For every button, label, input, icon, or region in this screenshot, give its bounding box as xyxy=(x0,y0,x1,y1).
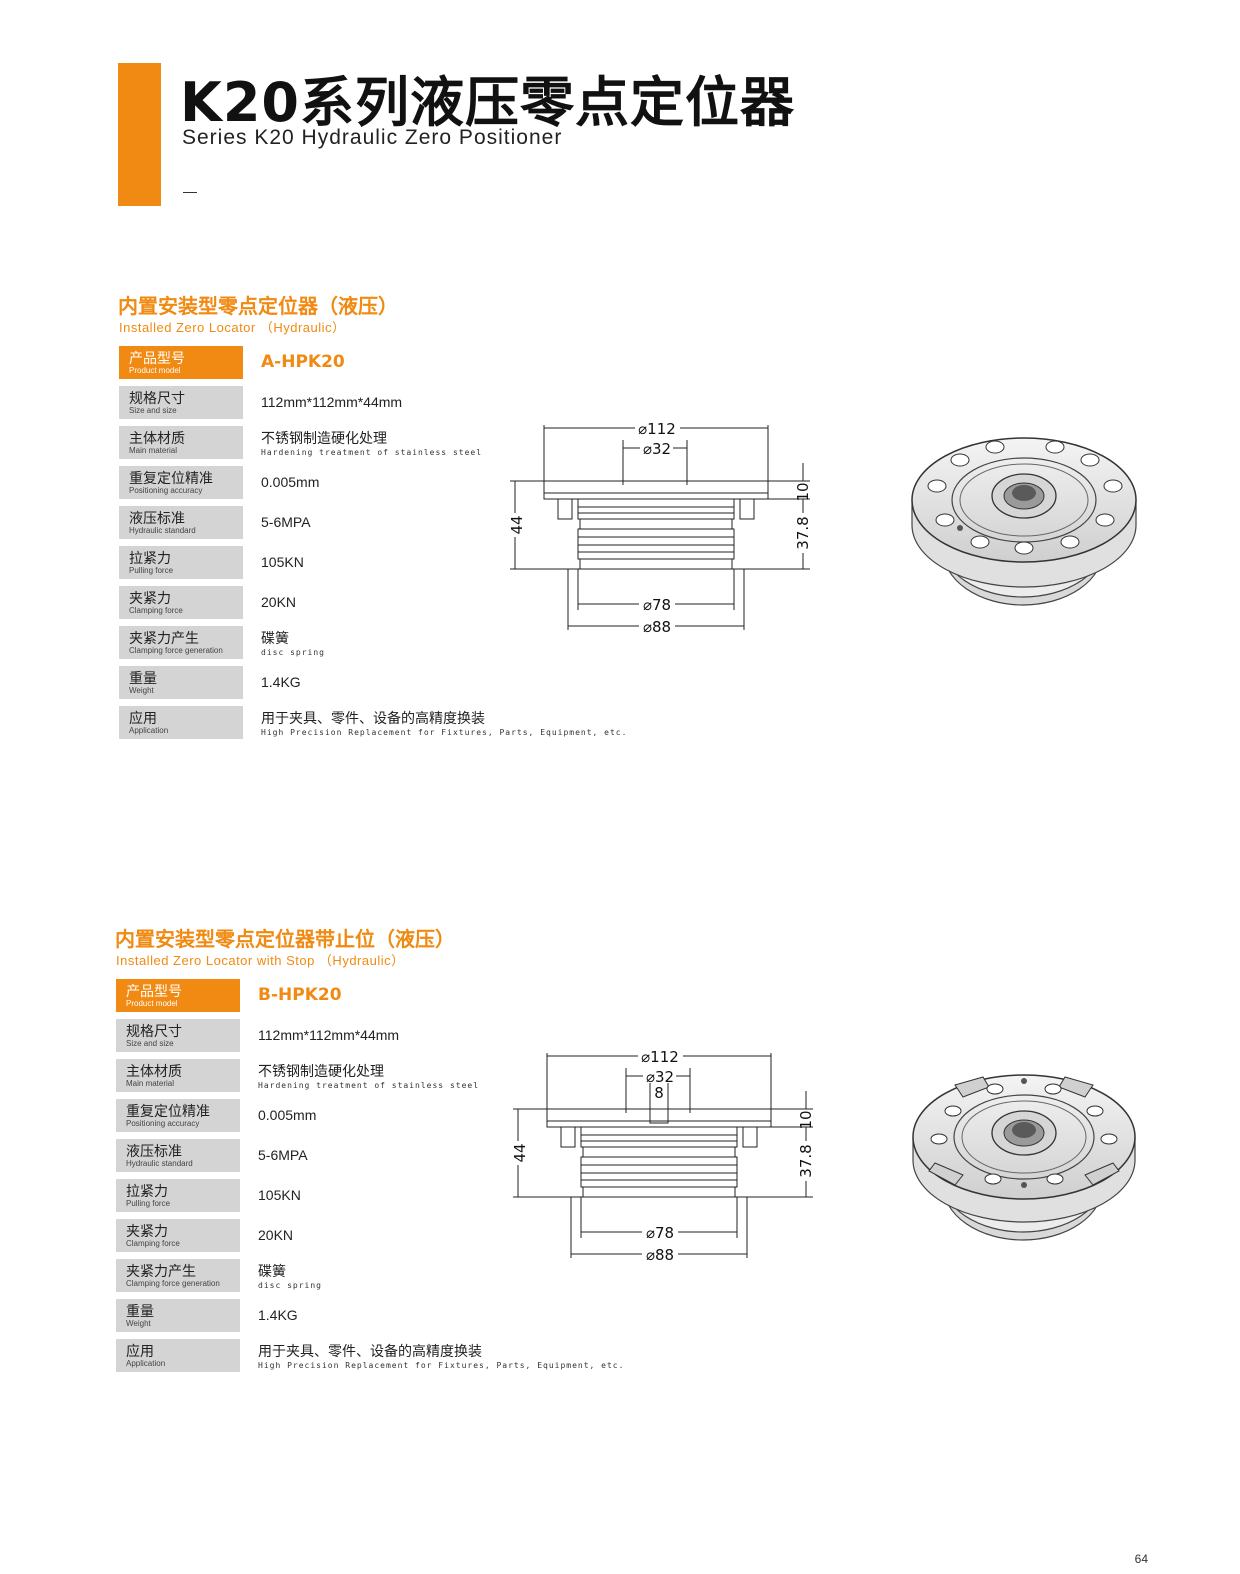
spec-value: 碟簧 xyxy=(258,1264,286,1280)
section-title: 内置安装型零点定位器（液压） xyxy=(118,294,398,318)
spec-value: 5-6MPA xyxy=(258,1147,308,1163)
spec-value: 0.005mm xyxy=(261,474,320,490)
section-subtitle: Installed Zero Locator （Hydraulic） xyxy=(119,320,346,335)
dim-d88: ⌀88 xyxy=(643,618,671,636)
spec-value: 112mm*112mm*44mm xyxy=(261,394,403,410)
dim-10: 10 xyxy=(797,1110,815,1129)
page-title: K20系列液压零点定位器 xyxy=(180,71,795,134)
dim-d112: ⌀112 xyxy=(641,1048,679,1066)
spec-value: A-HPK20 xyxy=(261,352,345,372)
product-photo xyxy=(912,1074,1136,1241)
dim-d88: ⌀88 xyxy=(646,1246,674,1264)
spec-value-en: disc spring xyxy=(261,648,325,657)
spec-value: 1.4KG xyxy=(258,1307,298,1323)
section-a-hpk20: 内置安装型零点定位器（液压） Installed Zero Locator （H… xyxy=(0,0,1240,739)
spec-value: 用于夹具、零件、设备的高精度换装 xyxy=(258,1344,482,1360)
spec-value: 不锈钢制造硬化处理 xyxy=(258,1064,384,1080)
section-subtitle: Installed Zero Locator with Stop （Hydrau… xyxy=(116,953,405,968)
page-subtitle: Series K20 Hydraulic Zero Positioner xyxy=(182,126,563,149)
title-dash xyxy=(183,192,197,193)
dim-37-8: 37.8 xyxy=(794,516,812,549)
spec-value: 不锈钢制造硬化处理 xyxy=(261,431,387,447)
spec-value: B-HPK20 xyxy=(258,985,342,1005)
spec-value: 112mm*112mm*44mm xyxy=(258,1027,400,1043)
dim-37-8: 37.8 xyxy=(797,1144,815,1177)
spec-value-en: disc spring xyxy=(258,1281,322,1290)
spec-value: 20KN xyxy=(258,1227,294,1243)
spec-value-en: Hardening treatment of stainless steel xyxy=(261,448,483,457)
spec-value: 碟簧 xyxy=(261,631,289,647)
dim-10: 10 xyxy=(794,482,812,501)
spec-value: 0.005mm xyxy=(258,1107,317,1123)
technical-drawing: ⌀112 ⌀32 44 10 37.8 ⌀78 ⌀88 xyxy=(508,420,812,636)
spec-value: 20KN xyxy=(261,594,297,610)
spec-value-en: Hardening treatment of stainless steel xyxy=(258,1081,480,1090)
dim-d112: ⌀112 xyxy=(638,420,676,438)
spec-value: 105KN xyxy=(261,554,304,570)
spec-value: 105KN xyxy=(258,1187,301,1203)
title-accent-bar xyxy=(118,63,161,206)
section-b-hpk20: 内置安装型零点定位器带止位（液压） Installed Zero Locator… xyxy=(0,0,1240,1372)
dim-44: 44 xyxy=(508,515,526,534)
dim-d32: ⌀32 xyxy=(643,440,671,458)
dim-d78: ⌀78 xyxy=(646,1224,674,1242)
section-title: 内置安装型零点定位器带止位（液压） xyxy=(115,927,455,951)
technical-drawing: ⌀112 ⌀32 8 44 10 37.8 ⌀78 ⌀88 xyxy=(511,1048,815,1264)
dim-d32: ⌀32 xyxy=(646,1068,674,1086)
spec-value: 1.4KG xyxy=(261,674,301,690)
dim-d78: ⌀78 xyxy=(643,596,671,614)
spec-value-en: High Precision Replacement for Fixtures,… xyxy=(261,728,628,737)
dim-8: 8 xyxy=(654,1084,664,1102)
spec-value: 5-6MPA xyxy=(261,514,311,530)
dim-44: 44 xyxy=(511,1143,529,1162)
page-number: 64 xyxy=(1134,1552,1148,1566)
spec-value: 用于夹具、零件、设备的高精度换装 xyxy=(261,711,485,727)
product-photo xyxy=(911,437,1137,606)
spec-value-en: High Precision Replacement for Fixtures,… xyxy=(258,1361,625,1370)
